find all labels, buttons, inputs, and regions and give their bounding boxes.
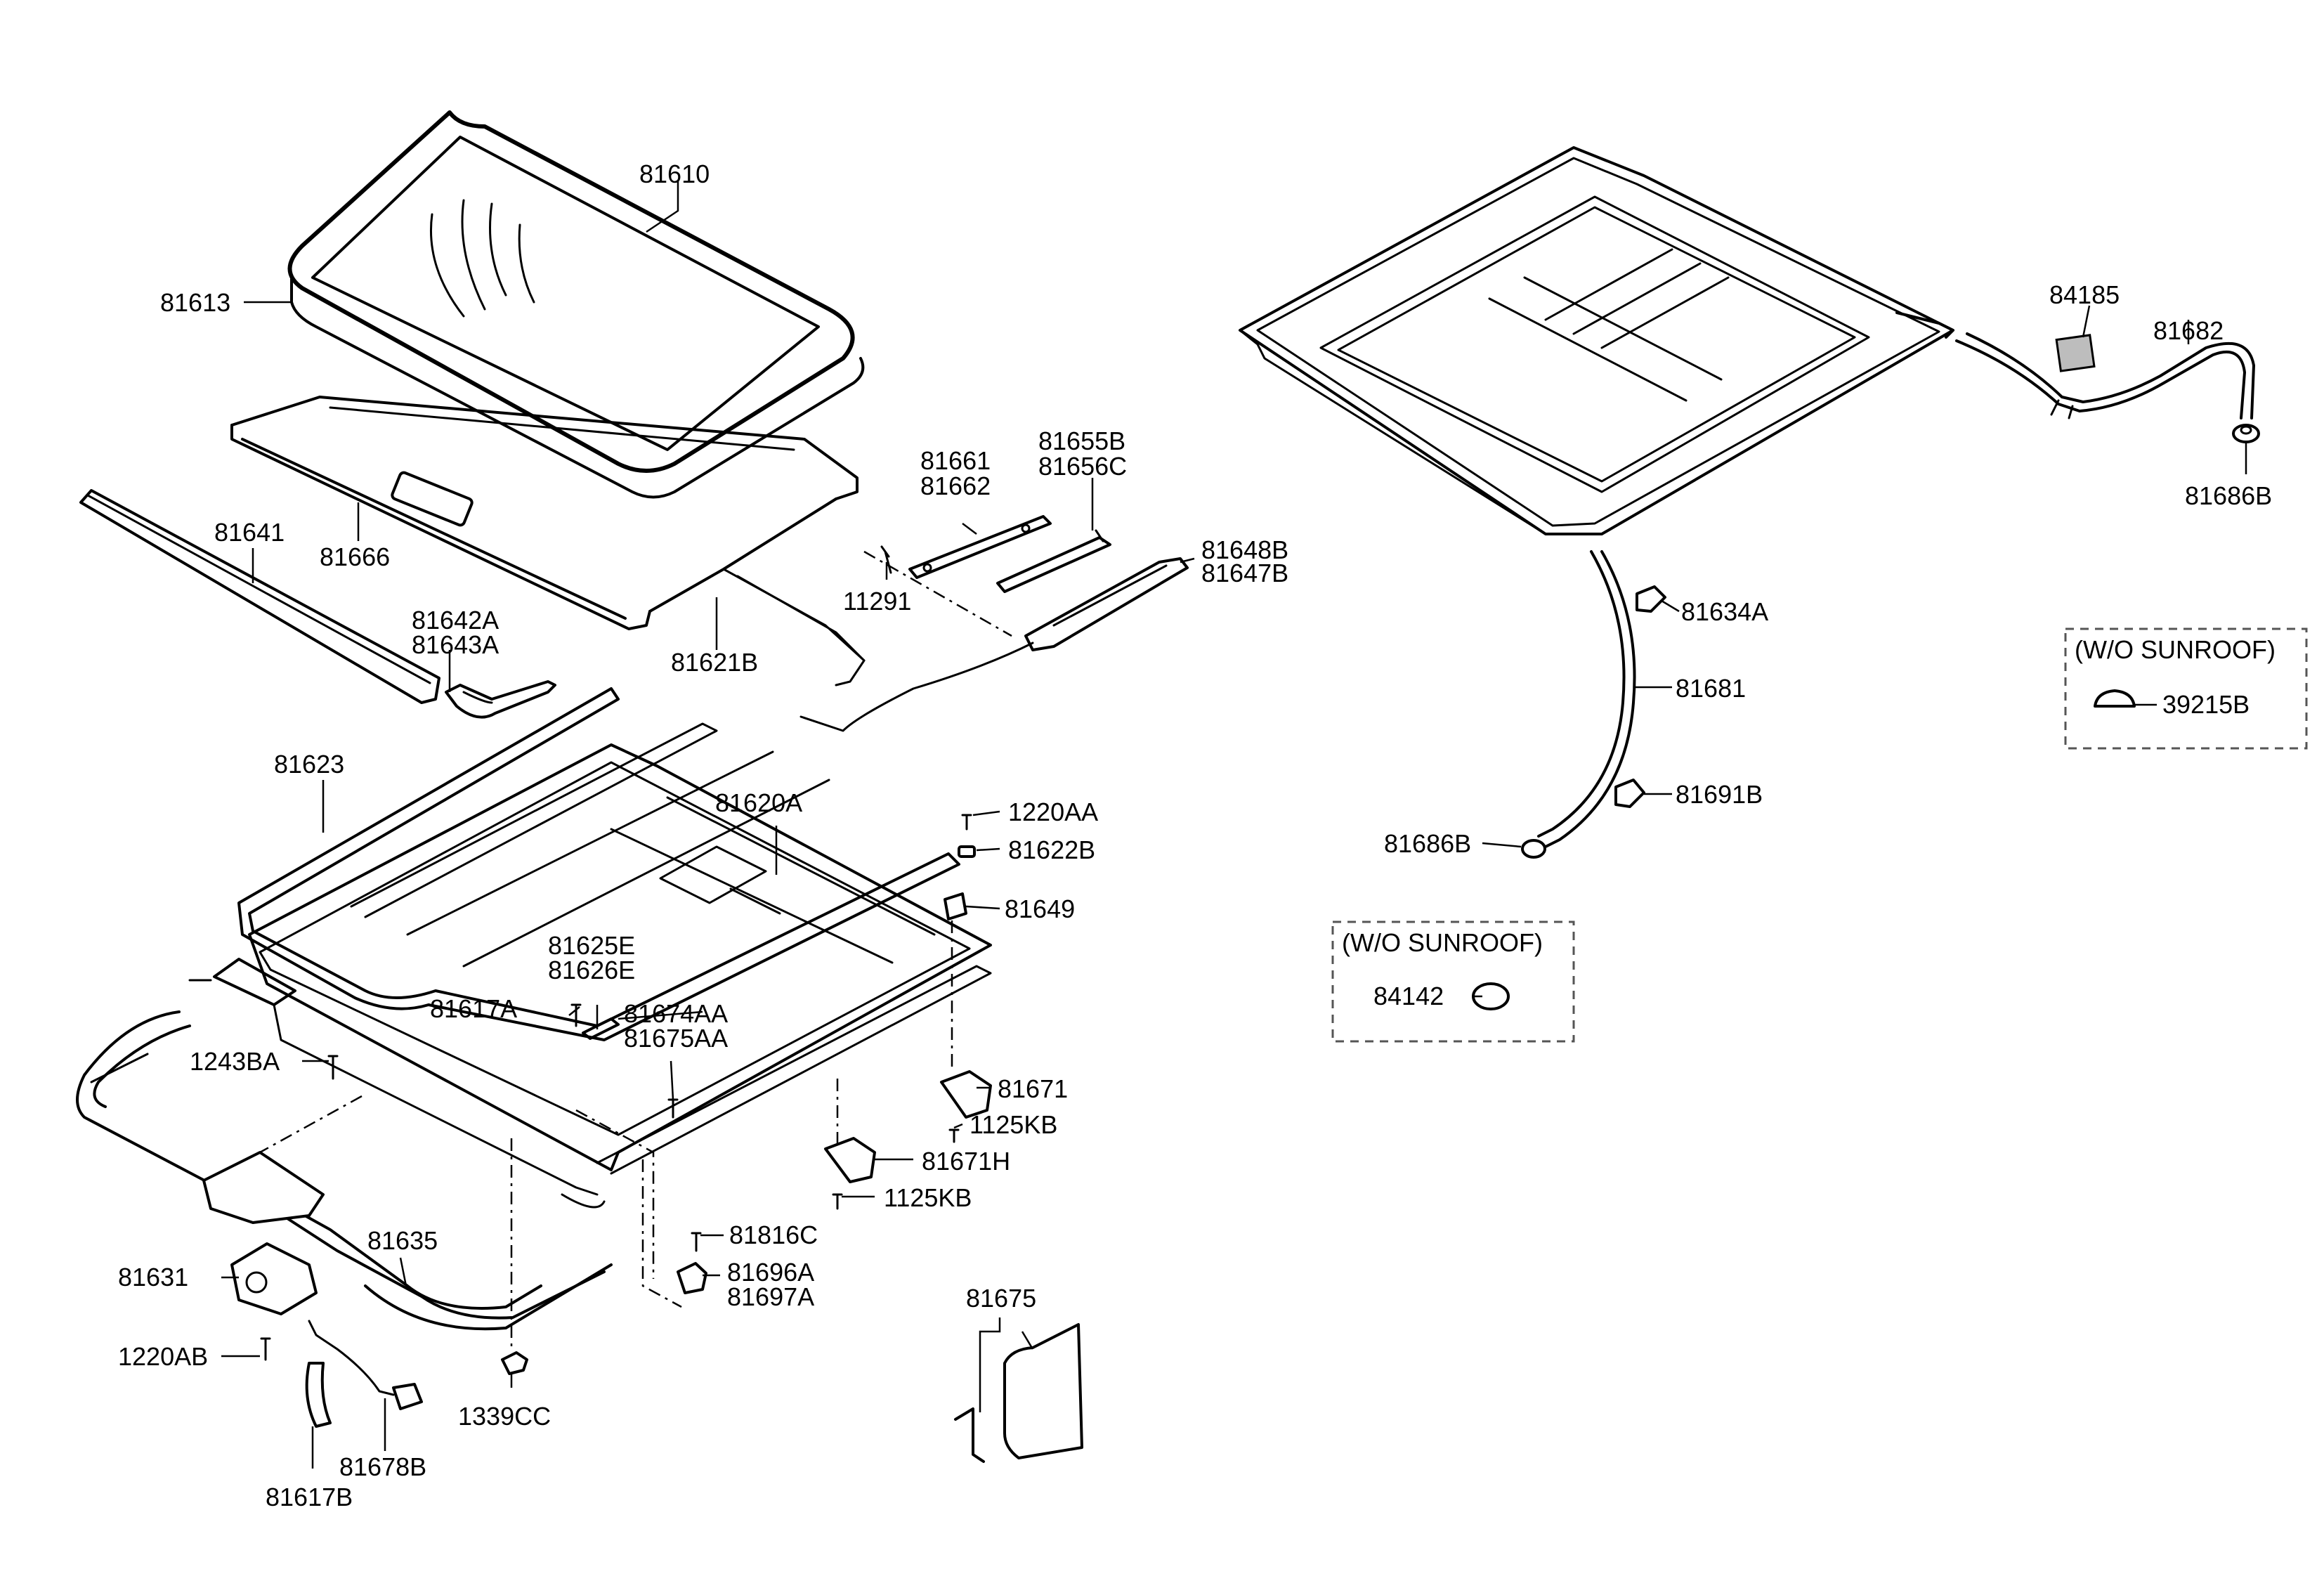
label-11291: 11291 <box>843 587 911 616</box>
clip-81622B <box>958 845 976 858</box>
sunroof-motor-81631 <box>202 1151 423 1410</box>
glass-seal-81613 <box>290 276 865 499</box>
label-81642A: 81642A <box>412 606 499 634</box>
drain-hose-81682 <box>1955 332 2255 419</box>
sunroof-frame-81666 <box>230 396 866 686</box>
bolt-1220AA <box>961 814 972 831</box>
label-81631: 81631 <box>118 1263 188 1291</box>
bracket-81671H <box>824 1137 876 1183</box>
label-81623: 81623 <box>274 750 344 779</box>
label-81697A: 81697A <box>727 1282 814 1311</box>
label-1125KB-a: 1125KB <box>970 1110 1057 1139</box>
clip-81634A <box>1636 585 1666 613</box>
label-81620A: 81620A <box>715 788 802 817</box>
label-81671: 81671 <box>998 1074 1068 1103</box>
label-81662: 81662 <box>920 471 991 500</box>
label-1220AB: 1220AB <box>118 1342 208 1371</box>
bolt-81617A <box>570 1003 582 1027</box>
label-39215B: 39215B <box>2162 690 2250 719</box>
grommet-81686B-a <box>2232 424 2260 443</box>
label-81625E: 81625E <box>548 931 635 960</box>
label-84142: 84142 <box>1373 982 1444 1010</box>
wo-sunroof-box-center: (W/O SUNROOF) <box>1331 920 1575 1043</box>
label-81696A: 81696A <box>727 1258 814 1287</box>
label-81643A: 81643A <box>412 630 499 659</box>
label-81691B: 81691B <box>1676 780 1763 809</box>
instruction-card-81675 <box>954 1323 1083 1463</box>
frame-seal-81623 <box>237 687 960 1041</box>
bracket-81671 <box>940 1070 992 1119</box>
clip-81674AA <box>582 1017 620 1040</box>
bolt-1243BA <box>327 1055 339 1080</box>
label-81648B: 81648B <box>1201 535 1288 564</box>
sunroof-frame-assembly-right <box>1239 146 1954 535</box>
label-1220AA: 1220AA <box>1008 798 1098 826</box>
guide-rail-81648B <box>799 557 1189 732</box>
wo-sunroof-title-center: (W/O SUNROOF) <box>1342 928 1543 957</box>
label-81622B: 81622B <box>1008 835 1095 864</box>
label-81678B: 81678B <box>339 1452 426 1481</box>
leader-lines <box>221 181 2247 1469</box>
bolt-1125KB-b <box>832 1193 843 1210</box>
drain-hose-81681 <box>1537 550 1636 848</box>
label-81671H: 81671H <box>922 1147 1010 1176</box>
clip-81691B <box>1614 779 1645 808</box>
weather-strip-81641 <box>79 489 440 704</box>
label-81656C: 81656C <box>1038 452 1127 481</box>
label-81655B: 81655B <box>1038 427 1125 455</box>
label-81686B-b: 81686B <box>1384 829 1471 858</box>
label-81610: 81610 <box>639 160 710 188</box>
label-81686B-a: 81686B <box>2185 481 2272 510</box>
label-81674AA: 81674AA <box>624 999 728 1028</box>
label-1125KB-b: 1125KB <box>884 1183 972 1212</box>
label-81613: 81613 <box>160 288 230 317</box>
grommet-81686B-b <box>1521 839 1546 859</box>
label-81675: 81675 <box>966 1284 1036 1313</box>
cable-guide-81655B <box>996 529 1111 593</box>
label-81647B: 81647B <box>1201 559 1288 587</box>
bolt-81816C <box>691 1232 702 1252</box>
pad-84185 <box>2055 334 2096 372</box>
label-81666: 81666 <box>320 542 390 571</box>
label-81617A: 81617A <box>430 994 517 1023</box>
deflector-arm-81642A <box>445 680 556 719</box>
label-81617B: 81617B <box>266 1483 353 1511</box>
label-81682: 81682 <box>2153 316 2224 345</box>
label-81649: 81649 <box>1005 894 1075 923</box>
label-81626E: 81626E <box>548 956 635 984</box>
label-81675AA: 81675AA <box>624 1024 728 1053</box>
clip-81696A <box>677 1262 707 1294</box>
label-81634A: 81634A <box>1681 597 1768 626</box>
wo-sunroof-box-right: (W/O SUNROOF) <box>2064 627 2308 750</box>
plug-81649 <box>944 892 967 920</box>
wo-sunroof-title-right: (W/O SUNROOF) <box>2075 635 2276 664</box>
bolt-1220AB <box>260 1337 271 1361</box>
label-81661: 81661 <box>920 446 991 475</box>
label-1339CC: 1339CC <box>458 1402 551 1431</box>
part-labels: 81610 81613 81641 81666 81642A 81643A 81… <box>118 160 2272 1511</box>
sunroof-glass-81610 <box>287 110 855 473</box>
main-frame-81620A <box>188 722 992 1209</box>
label-84185: 84185 <box>2049 280 2120 309</box>
label-81641: 81641 <box>214 518 285 547</box>
label-81681: 81681 <box>1676 674 1746 703</box>
label-1243BA: 1243BA <box>190 1047 280 1076</box>
link-81661 <box>880 515 1052 579</box>
label-81621B: 81621B <box>671 648 758 677</box>
clip-81617B <box>305 1362 332 1428</box>
label-81816C: 81816C <box>729 1221 818 1249</box>
label-81635: 81635 <box>367 1226 438 1255</box>
dashed-guides-left <box>259 550 1012 1349</box>
drive-cable-81635 <box>76 1010 613 1331</box>
nut-1339CC <box>501 1351 528 1375</box>
bolt-1125KB-a <box>948 1128 960 1143</box>
